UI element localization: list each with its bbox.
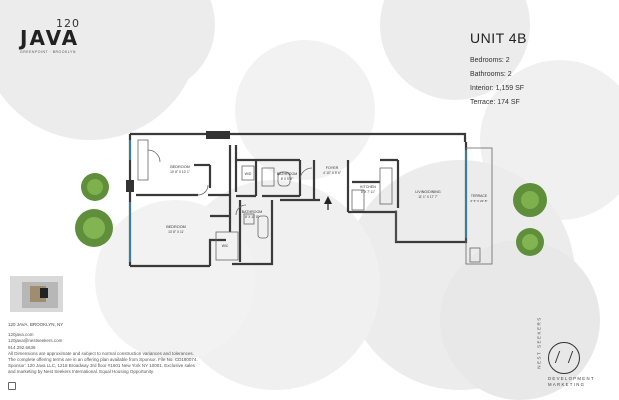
room-name-terrace: TERRACE (471, 194, 488, 198)
entry-arrow-icon (324, 196, 332, 204)
plant-icon (513, 183, 547, 217)
brand-name-line: MARKETING (548, 382, 586, 387)
room-name-bedroom-1: BEDROOM (170, 165, 190, 169)
footer-disclaimer: Sponsor: 120 Java LLC, 1218 Broadway 3rd… (8, 363, 196, 369)
footer-email[interactable]: 120java@nestseekers.com (8, 338, 63, 344)
room-label-wd: W/D (245, 172, 252, 176)
brand-logo: 120 JAVA GREENPOINT · BROOKLYN (20, 17, 80, 55)
brand-vertical-text: NEST SEEKERS (536, 316, 542, 369)
column-block (126, 180, 134, 192)
room-name-bathroom-2: BATHROOM (242, 210, 263, 214)
room-name-kitchen: KITCHEN (360, 185, 376, 189)
walls (128, 132, 468, 268)
brand-mark-icon (548, 342, 580, 374)
footer-website[interactable]: 120java.com (8, 332, 34, 338)
logo-number: 120 (56, 17, 80, 30)
room-dims-bedroom-2: 13' 8" X 11' (168, 230, 184, 234)
plant-icon (516, 228, 544, 256)
room-name-living: LIVING/DINING (415, 190, 441, 194)
unit-interior: Interior: 1,159 SF (470, 85, 525, 92)
unit-terrace: Terrace: 174 SF (470, 99, 520, 106)
room-dims-bathroom-1: 8' X 5' 8" (281, 177, 293, 181)
room-dims-terrace: 6' 5" X 23' 8" (471, 199, 488, 203)
footer-address: 120 JAVA, BROOKLYN, NY (8, 322, 64, 327)
unit-bathrooms: Bathrooms: 2 (470, 71, 512, 78)
fixtures (137, 139, 493, 265)
unit-info: UNIT 4B Bedrooms: 2 Bathrooms: 2 Interio… (470, 30, 527, 110)
brand-vertical: NEST SEEKERS (532, 300, 544, 390)
logo-word: JAVA (20, 26, 80, 50)
key-plan-graphic (22, 282, 58, 308)
key-plan (10, 276, 63, 312)
equal-housing-icon (8, 382, 16, 390)
room-dims-living: 11' 1" X 17' 7" (418, 195, 438, 199)
footer-disclaimer: The complete offering terms are in an of… (8, 357, 198, 363)
room-label-wic: WIC (222, 244, 229, 248)
column-block (206, 131, 230, 139)
plant-icon (75, 209, 113, 247)
room-dims-foyer: 4' 10" X 5' 6" (323, 171, 341, 175)
brand-name: DEVELOPMENT MARKETING (548, 376, 608, 388)
background-circle (440, 240, 600, 400)
unit-bedrooms: Bedrooms: 2 (470, 57, 510, 64)
room-dims-kitchen: 8' X 7' 11" (361, 190, 375, 194)
windows (129, 140, 467, 262)
background-circle (235, 40, 375, 180)
footer-phone: 914.292.6636 (8, 344, 36, 350)
room-dims-bedroom-1: 10' 8" X 10' 1" (170, 170, 190, 174)
logo-tagline: GREENPOINT · BROOKLYN (20, 50, 76, 54)
background-circle (95, 200, 255, 360)
room-dims-bathroom-2: 8' X 11' 8" (245, 215, 259, 219)
plant-icon (81, 173, 109, 201)
room-name-foyer: FOYER (326, 166, 339, 170)
footer-disclaimer: All Dimensions are approximate and subje… (8, 350, 194, 356)
brand-name-line: DEVELOPMENT (548, 376, 595, 381)
footer: 120 JAVA, BROOKLYN, NY 120java.com 120ja… (8, 322, 308, 376)
room-name-bathroom-1: BATHROOM (277, 172, 298, 176)
unit-title: UNIT 4B (470, 30, 527, 46)
footer-disclaimer: and marketing by Nest Seekers Internatio… (8, 369, 154, 375)
room-name-bedroom-2: BEDROOM (166, 225, 186, 229)
